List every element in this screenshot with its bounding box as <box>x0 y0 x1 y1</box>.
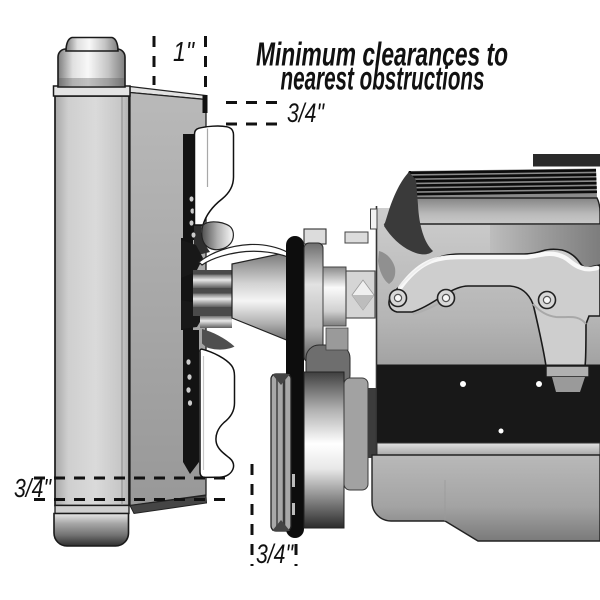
svg-text:nearest obstructions: nearest obstructions <box>281 60 485 97</box>
svg-text:3/4": 3/4" <box>256 539 294 569</box>
svg-text:3/4": 3/4" <box>287 98 325 128</box>
svg-text:Minimum clearances to: Minimum clearances to <box>256 36 508 73</box>
svg-text:3/4": 3/4" <box>14 473 52 503</box>
svg-text:1": 1" <box>173 36 195 67</box>
